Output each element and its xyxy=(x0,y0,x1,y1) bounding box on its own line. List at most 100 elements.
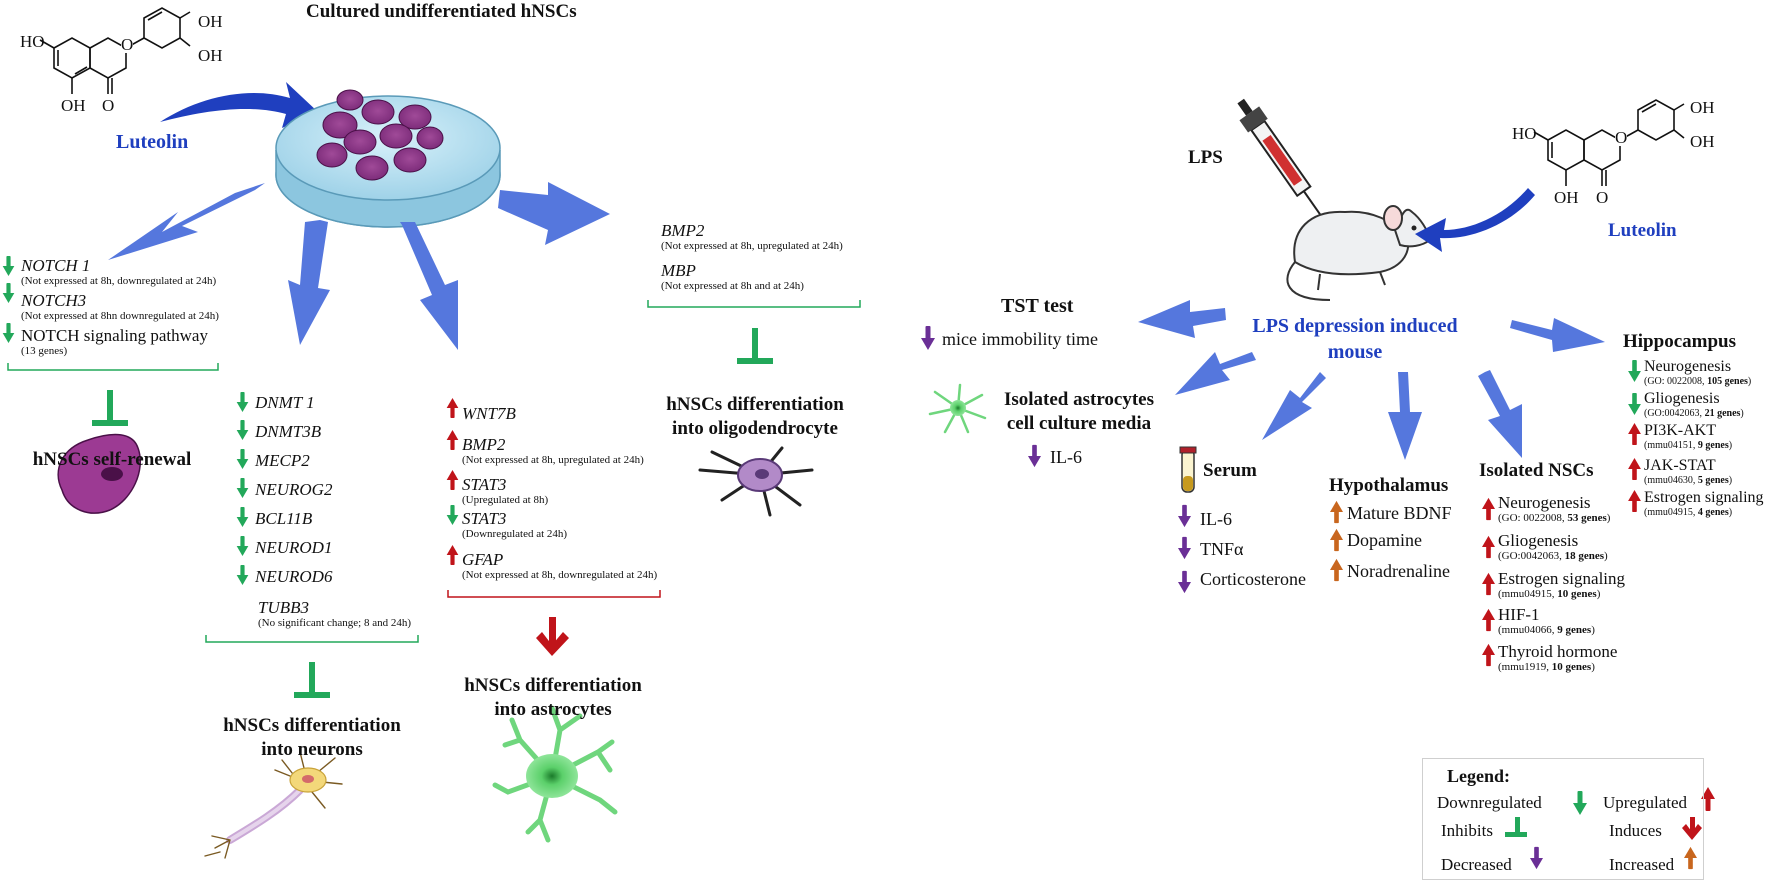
nscs-item-2-close: ) xyxy=(1604,550,1608,562)
legend-decreased: Decreased xyxy=(1441,855,1512,874)
notch3-gene: NOTCH3 xyxy=(21,291,87,310)
notch1-gene: NOTCH 1 xyxy=(21,256,91,275)
hippo-item-3-label: PI3K-AKT xyxy=(1644,422,1716,439)
neurons-outcome-line1: hNSCs differentiation xyxy=(223,715,401,736)
notch-inhibit-symbol xyxy=(92,390,128,426)
nscs-item-1-label: Neurogenesis xyxy=(1498,493,1591,512)
bmp2-note-astro: (Not expressed at 8h, upregulated at 24h… xyxy=(462,454,644,466)
nscs-item-3-note: (mmu04915, 10 genes) xyxy=(1498,589,1600,600)
bmp2-note-oligo: (Not expressed at 8h, upregulated at 24h… xyxy=(661,240,843,252)
luteolin-to-dish-arrow xyxy=(160,82,318,128)
gfap-gene: GFAP xyxy=(462,550,504,569)
oligo-outcome: hNSCs differentiation into oligodendrocy… xyxy=(640,393,870,441)
serum-item-1: IL-6 xyxy=(1200,509,1232,529)
astro-outcome: hNSCs differentiation into astrocytes xyxy=(433,674,673,722)
hippo-item-5-genes: 4 genes xyxy=(1697,507,1729,518)
hippo-item-4-close: ) xyxy=(1728,475,1733,486)
center-title: LPS depression induced mouse xyxy=(1245,313,1465,365)
oligo-outcome-line2: into oligodendrocyte xyxy=(672,417,838,439)
hippocampus-title: Hippocampus xyxy=(1623,331,1736,352)
mol-left-oh-top1: OH xyxy=(198,12,223,31)
neuron-illustration xyxy=(204,751,343,859)
astrocyte-body xyxy=(526,754,578,798)
tst-title: TST test xyxy=(1001,295,1074,317)
mouse-branch-arrows xyxy=(1138,300,1605,460)
syringe-illustration xyxy=(1237,98,1322,217)
hypothalamus-title: Hypothalamus xyxy=(1329,475,1449,496)
hippo-item-4-genes: 5 genes xyxy=(1697,475,1729,486)
legend-title: Legend: xyxy=(1447,766,1510,786)
petri-dish xyxy=(275,89,501,228)
luteolin-molecule-left xyxy=(39,7,191,94)
hippo-item-4-code: (mmu04630, xyxy=(1644,475,1698,486)
blood-tube-icon xyxy=(1179,446,1197,493)
serum-title: Serum xyxy=(1203,460,1257,481)
dish-branch-arrows xyxy=(108,182,610,350)
mbp-note: (Not expressed at 8h and at 24h) xyxy=(661,280,804,292)
nscs-item-1-code: (GO: 0022008, xyxy=(1498,512,1568,524)
neuron-gene-1: DNMT 1 xyxy=(255,393,315,412)
hippo-item-1-label: Neurogenesis xyxy=(1644,358,1732,375)
nscs-item-2-code: (GO:0042063, xyxy=(1498,550,1565,562)
nscs-item-4-code: (mmu04066, xyxy=(1498,624,1558,636)
nscs-item-4-note: (mmu04066, 9 genes) xyxy=(1498,625,1595,636)
self-renewal-label: hNSCs self-renewal xyxy=(32,449,192,470)
legend-downregulated: Downregulated xyxy=(1437,793,1542,812)
mol-right-oh-top2: OH xyxy=(1690,132,1715,151)
oligo-bracket xyxy=(647,300,861,308)
nscs-item-5-close: ) xyxy=(1591,661,1595,673)
hippo-item-5-code: (mmu04915, xyxy=(1644,507,1698,518)
legend-inhibits: Inhibits xyxy=(1441,821,1493,840)
nscs-item-5-note: (mmu1919, 10 genes) xyxy=(1498,662,1595,673)
oligo-outcome-line1: hNSCs differentiation xyxy=(666,394,844,415)
neuron-bracket xyxy=(205,635,419,643)
neuron-gene-4: NEUROG2 xyxy=(255,480,333,499)
legend xyxy=(1422,758,1704,880)
bmp2-gene-oligo: BMP2 xyxy=(661,221,705,240)
neurons-outcome-line2: into neurons xyxy=(261,738,363,760)
serum-item-2: TNFα xyxy=(1200,539,1244,559)
notch3-note: (Not expressed at 8hn downregulated at 2… xyxy=(21,310,219,322)
hypothalamus-arrows xyxy=(1330,500,1343,582)
tubb3-note: (No significant change; 8 and 24h) xyxy=(258,617,412,629)
stat3-down-gene: STAT3 xyxy=(462,509,507,528)
astro-media-title: Isolated astrocytes cell culture media xyxy=(984,388,1174,436)
nscs-item-1-genes: 53 genes xyxy=(1567,512,1607,524)
small-astrocyte-icon xyxy=(928,383,987,434)
nscs-item-5-label: Thyroid hormone xyxy=(1498,642,1618,661)
stat3-up-note: (Upregulated at 8h) xyxy=(462,494,549,506)
astro-media-line1: Isolated astrocytes xyxy=(1003,389,1155,410)
mol-left-o-ketone: O xyxy=(102,96,115,115)
mol-left-ho: HO xyxy=(20,32,45,51)
nscs-item-1-note: (GO: 0022008, 53 genes) xyxy=(1498,513,1610,524)
hippo-item-2-code: (GO:0042063, xyxy=(1644,408,1705,419)
hippo-item-3-close: ) xyxy=(1728,440,1733,451)
neuron-gene-2: DNMT3B xyxy=(255,422,322,441)
neuron-gene-arrows xyxy=(236,392,249,585)
mol-right-o-ring: O xyxy=(1615,128,1628,147)
nscs-item-2-note: (GO:0042063, 18 genes) xyxy=(1498,551,1608,562)
astro-outcome-line2: into astrocytes xyxy=(494,698,612,720)
hippo-item-2-close: ) xyxy=(1740,408,1744,419)
nscs-item-4-close: ) xyxy=(1591,624,1595,636)
left-luteolin-label: Luteolin xyxy=(116,131,189,153)
neuron-inhibit-symbol xyxy=(294,662,330,698)
hippo-item-3-genes: 9 genes xyxy=(1697,440,1729,451)
mol-left-o-ring: O xyxy=(121,35,134,54)
nscs-item-2-label: Gliogenesis xyxy=(1498,531,1579,550)
serum-arrows xyxy=(1178,504,1191,594)
oligodendrocyte-illustration xyxy=(698,446,814,517)
mol-right-oh-top1: OH xyxy=(1690,98,1715,117)
notch1-note: (Not expressed at 8h, downregulated at 2… xyxy=(21,275,217,287)
hypothalamus-item-2: Dopamine xyxy=(1347,530,1422,550)
mol-right-ho: HO xyxy=(1512,124,1537,143)
nscs-item-3-label: Estrogen signaling xyxy=(1498,569,1626,588)
mol-left-oh-bottom: OH xyxy=(61,96,86,115)
luteolin-to-mouse-arrow xyxy=(1415,188,1535,252)
astro-bracket xyxy=(447,590,661,598)
bmp2-gene-astro: BMP2 xyxy=(462,435,506,454)
astro-outcome-line1: hNSCs differentiation xyxy=(464,675,642,696)
hippo-item-5-note: (mmu04915, 4 genes) xyxy=(1644,508,1732,518)
legend-symbols xyxy=(1505,787,1715,870)
